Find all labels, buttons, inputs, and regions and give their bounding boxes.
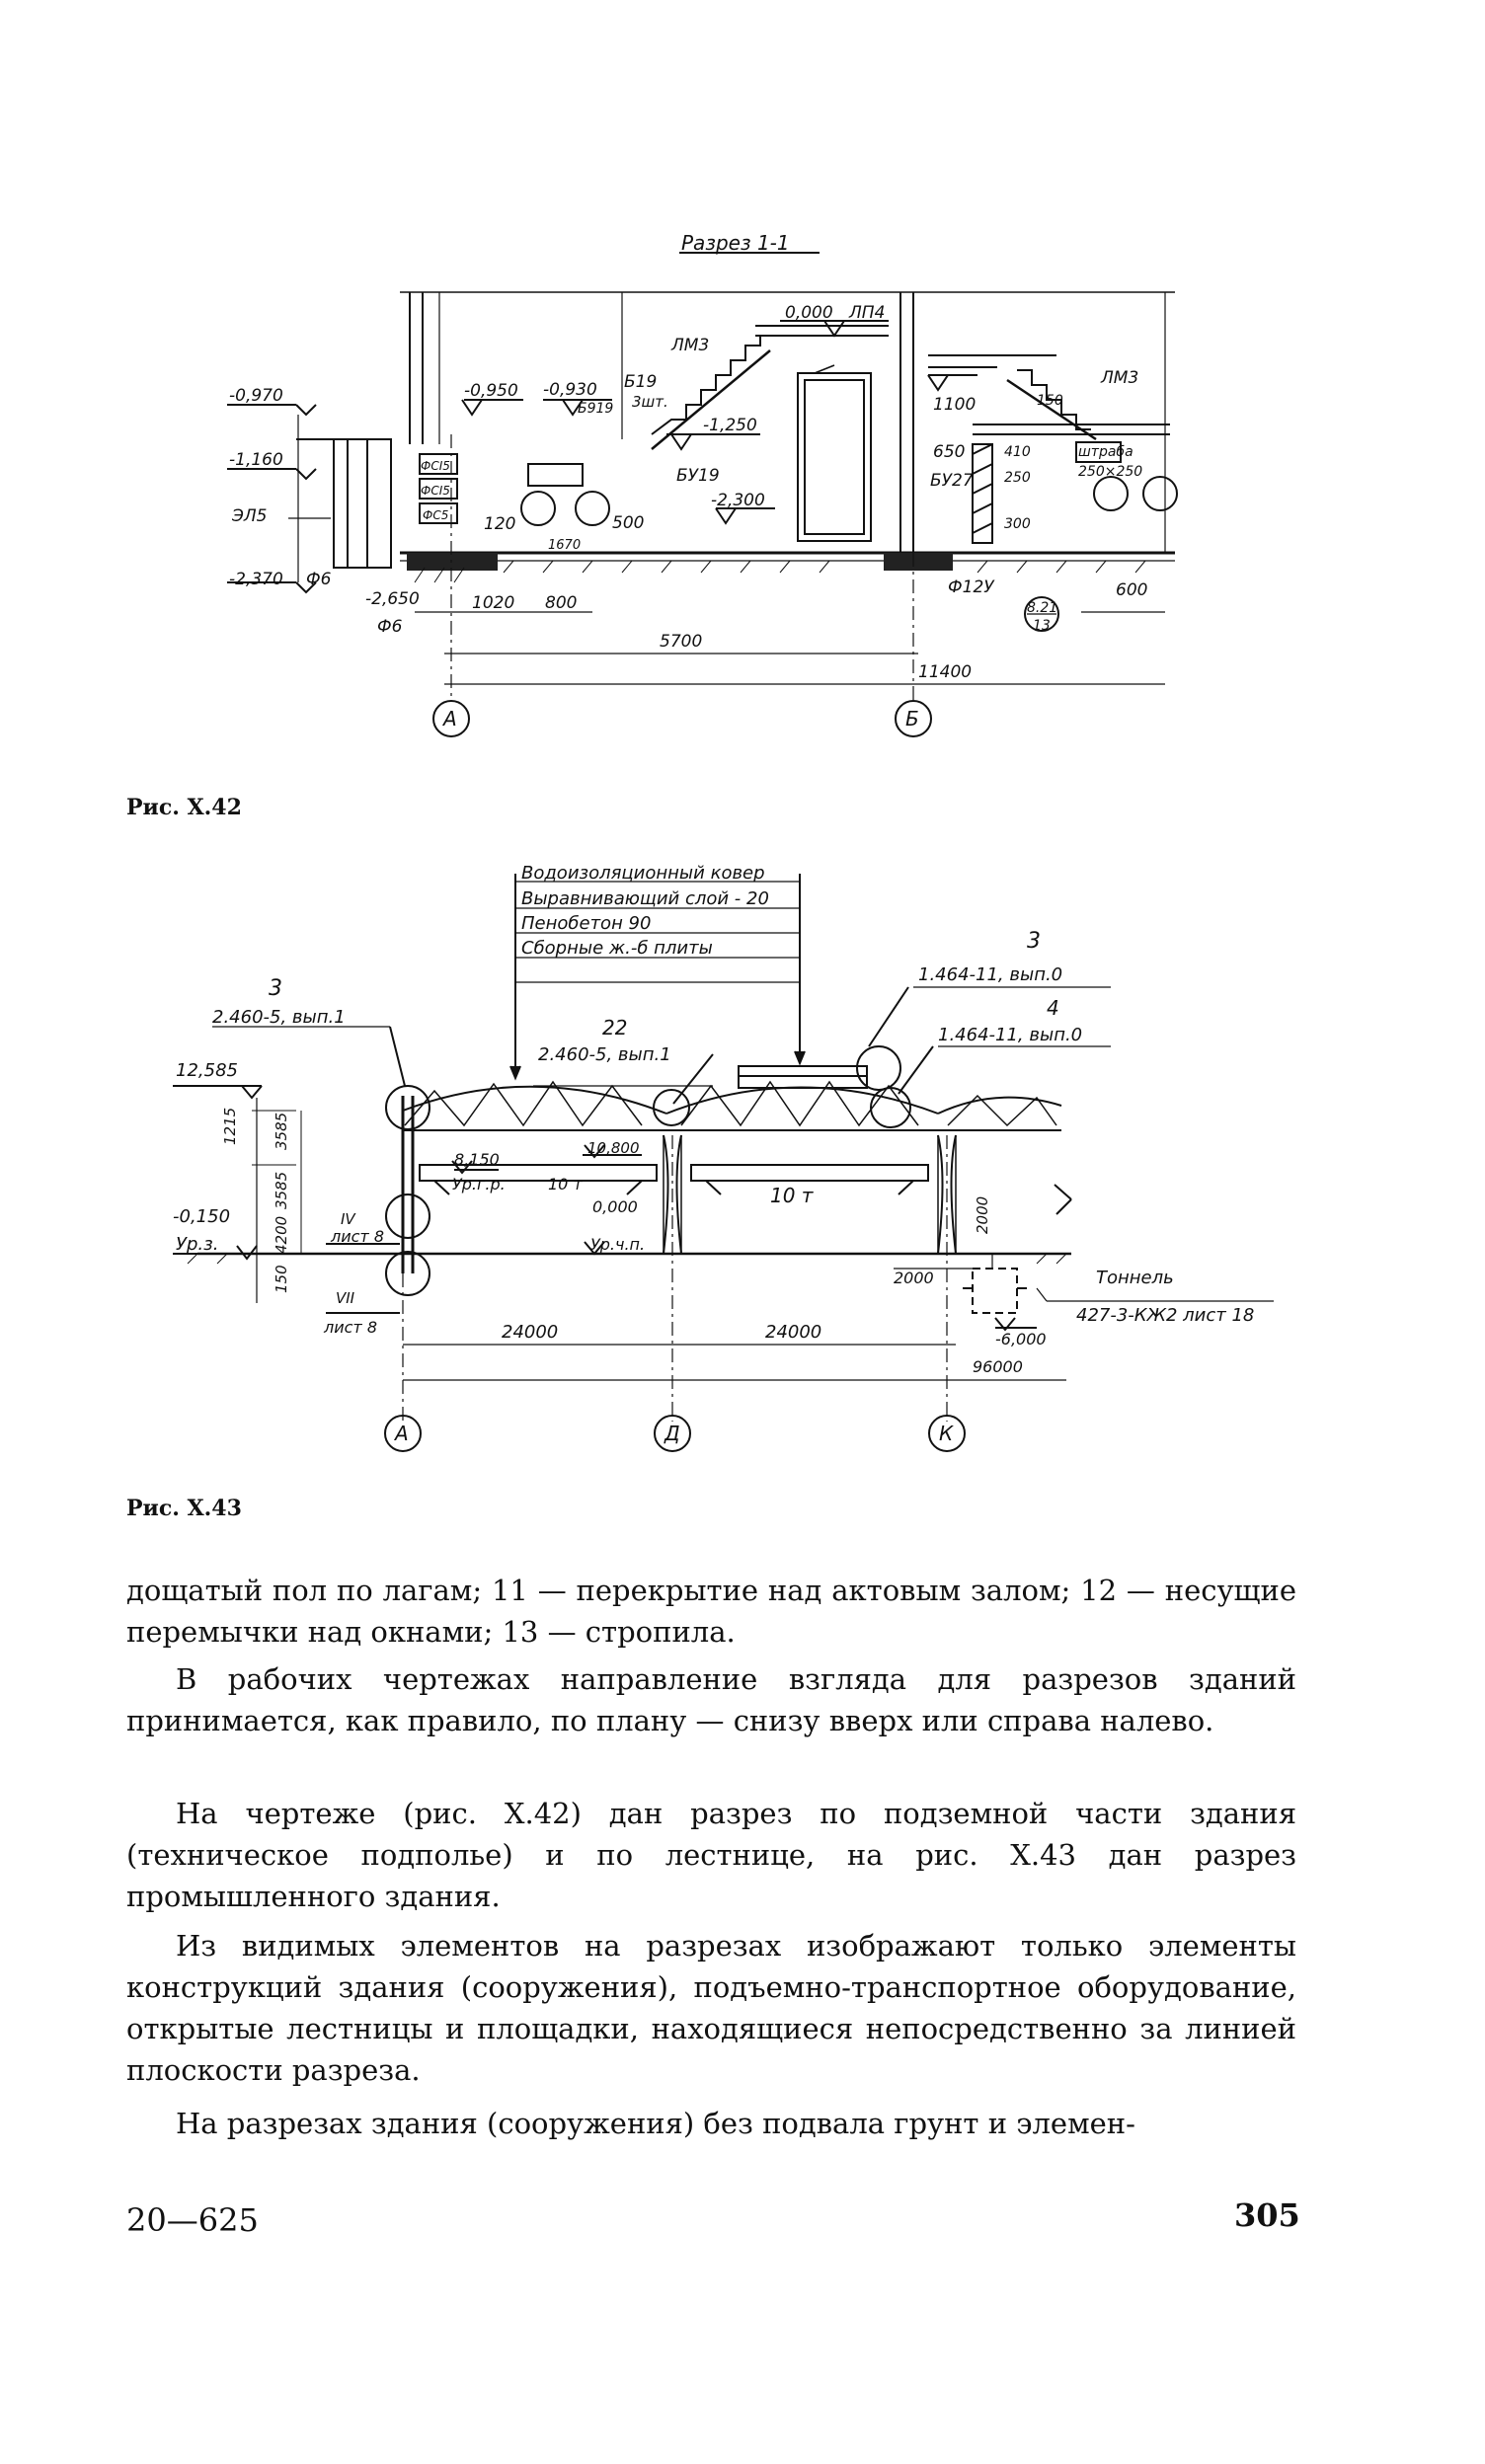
label: Ф6 — [306, 570, 332, 589]
label: 3585 — [273, 1113, 290, 1150]
label: 4200 — [273, 1216, 290, 1254]
label: ЛМ3 — [670, 336, 709, 355]
label: 10 т — [770, 1184, 815, 1207]
label: БУ27 — [930, 471, 974, 491]
label: 300 — [1004, 516, 1031, 532]
label: ЛП4 — [848, 303, 885, 323]
axis-label: Д — [664, 1422, 680, 1445]
label: Ф6 — [377, 617, 403, 637]
label: Тоннель — [1096, 1268, 1174, 1288]
label: ФСI5 — [421, 484, 450, 498]
paragraph: В рабочих чертежах направление взгляда д… — [126, 1662, 1296, 1737]
label: 10 т — [548, 1175, 583, 1194]
label: ФС5 — [423, 508, 448, 522]
label: 427-3-КЖ2 лист 18 — [1076, 1305, 1254, 1326]
figure-x43-drawing: Водоизоляционный ковер Выравнивающий сло… — [173, 863, 1274, 1452]
label: 2.460-5, вып.1 — [212, 1007, 346, 1028]
label: 5700 — [660, 632, 702, 652]
label: 8,150 — [454, 1150, 500, 1169]
layer-label: Пенобетон 90 — [521, 913, 651, 934]
label: 250×250 — [1078, 464, 1142, 480]
label: ЭЛ5 — [231, 506, 267, 526]
axis-label: К — [939, 1422, 954, 1445]
label: -0,950 — [464, 381, 518, 401]
label: -0,150 — [173, 1206, 230, 1227]
label: лист 8 — [330, 1227, 384, 1246]
label: БУ19 — [676, 466, 720, 486]
label: Ур.ч.п. — [590, 1235, 645, 1254]
label: 2.460-5, вып.1 — [538, 1044, 671, 1065]
label: 1.464-11, вып.0 — [938, 1025, 1082, 1045]
label: 2000 — [894, 1269, 934, 1287]
label: 0,000 — [592, 1197, 638, 1216]
label: 500 — [612, 513, 644, 533]
label: 24000 — [765, 1322, 821, 1343]
label: VII — [336, 1289, 355, 1307]
label: -1,160 — [229, 450, 283, 470]
label: 120 — [484, 514, 515, 534]
axis-label: А — [393, 1422, 409, 1445]
label: -2,300 — [711, 491, 765, 510]
label: -1,250 — [703, 416, 757, 435]
axis-label: Б — [905, 707, 919, 731]
label: -0,930 — [543, 380, 597, 400]
label: 150 — [273, 1265, 290, 1293]
label: 22 — [602, 1016, 627, 1040]
label: -2,370 — [229, 570, 283, 589]
label: 0,000 — [785, 303, 833, 323]
layer-label: Водоизоляционный ковер — [521, 863, 765, 884]
figure1-title: Разрез 1-1 — [681, 231, 790, 255]
label: -2,650 — [365, 589, 420, 609]
label: 12,585 — [176, 1060, 238, 1081]
label: Б919 — [578, 401, 613, 417]
paragraph: На чертеже (рис. Х.42) дан разрез по под… — [126, 1797, 1296, 1913]
label: ФСI5 — [421, 459, 450, 473]
label: 3шт. — [632, 393, 668, 411]
label: 3585 — [273, 1172, 290, 1209]
label: лист 8 — [323, 1318, 377, 1337]
label: IV — [341, 1210, 356, 1228]
label: 3 — [1027, 929, 1041, 954]
paragraph: дощатый пол по лагам; 11 — перекрытие на… — [126, 1574, 1296, 1649]
label: -0,970 — [229, 386, 283, 406]
label: штраба — [1078, 444, 1133, 460]
label: 250 — [1004, 470, 1031, 486]
label: 10,800 — [587, 1139, 640, 1157]
label: 11400 — [918, 662, 972, 682]
label: 650 — [933, 442, 965, 462]
label: 410 — [1004, 444, 1031, 460]
label: 4 — [1047, 996, 1059, 1020]
label: 1100 — [933, 395, 976, 415]
label: Ф12У — [948, 578, 995, 597]
label: 96000 — [973, 1357, 1023, 1376]
figure-x42-caption: Рис. Х.42 — [126, 795, 242, 820]
label: 150 — [1037, 393, 1063, 409]
page-number: 305 — [1234, 2196, 1300, 2234]
label: 2000 — [974, 1196, 991, 1234]
paragraph: Из видимых элементов на разрезах изображ… — [126, 1929, 1296, 2087]
label: 3 — [269, 976, 282, 1001]
label: Б19 — [624, 372, 657, 392]
layer-label: Сборные ж.-б плиты — [521, 938, 713, 959]
label: 1.464-11, вып.0 — [918, 964, 1062, 985]
label: 600 — [1116, 580, 1147, 600]
label: 800 — [545, 593, 577, 613]
label: 13 — [1033, 618, 1051, 634]
label: Ур.з. — [176, 1234, 218, 1255]
label: ЛМ3 — [1100, 368, 1138, 388]
label: 24000 — [502, 1322, 558, 1343]
label: 1670 — [548, 538, 581, 553]
label: Ур.г.р. — [452, 1175, 506, 1194]
label: 1020 — [472, 593, 514, 613]
figure-x42-drawing: Разрез 1-1 -0,970 -1,160 ЭЛ5 -2,370 Ф6 -… — [227, 231, 1178, 737]
label: 8.21 — [1027, 600, 1057, 616]
printer-signature: 20—625 — [126, 2201, 259, 2239]
figure-x43-caption: Рис. Х.43 — [126, 1496, 242, 1521]
layer-label: Выравнивающий слой - 20 — [521, 888, 769, 909]
label: 1215 — [221, 1108, 239, 1145]
paragraph: На разрезах здания (сооружения) без подв… — [176, 2107, 1135, 2140]
axis-label: А — [441, 707, 457, 731]
label: -6,000 — [995, 1330, 1047, 1348]
